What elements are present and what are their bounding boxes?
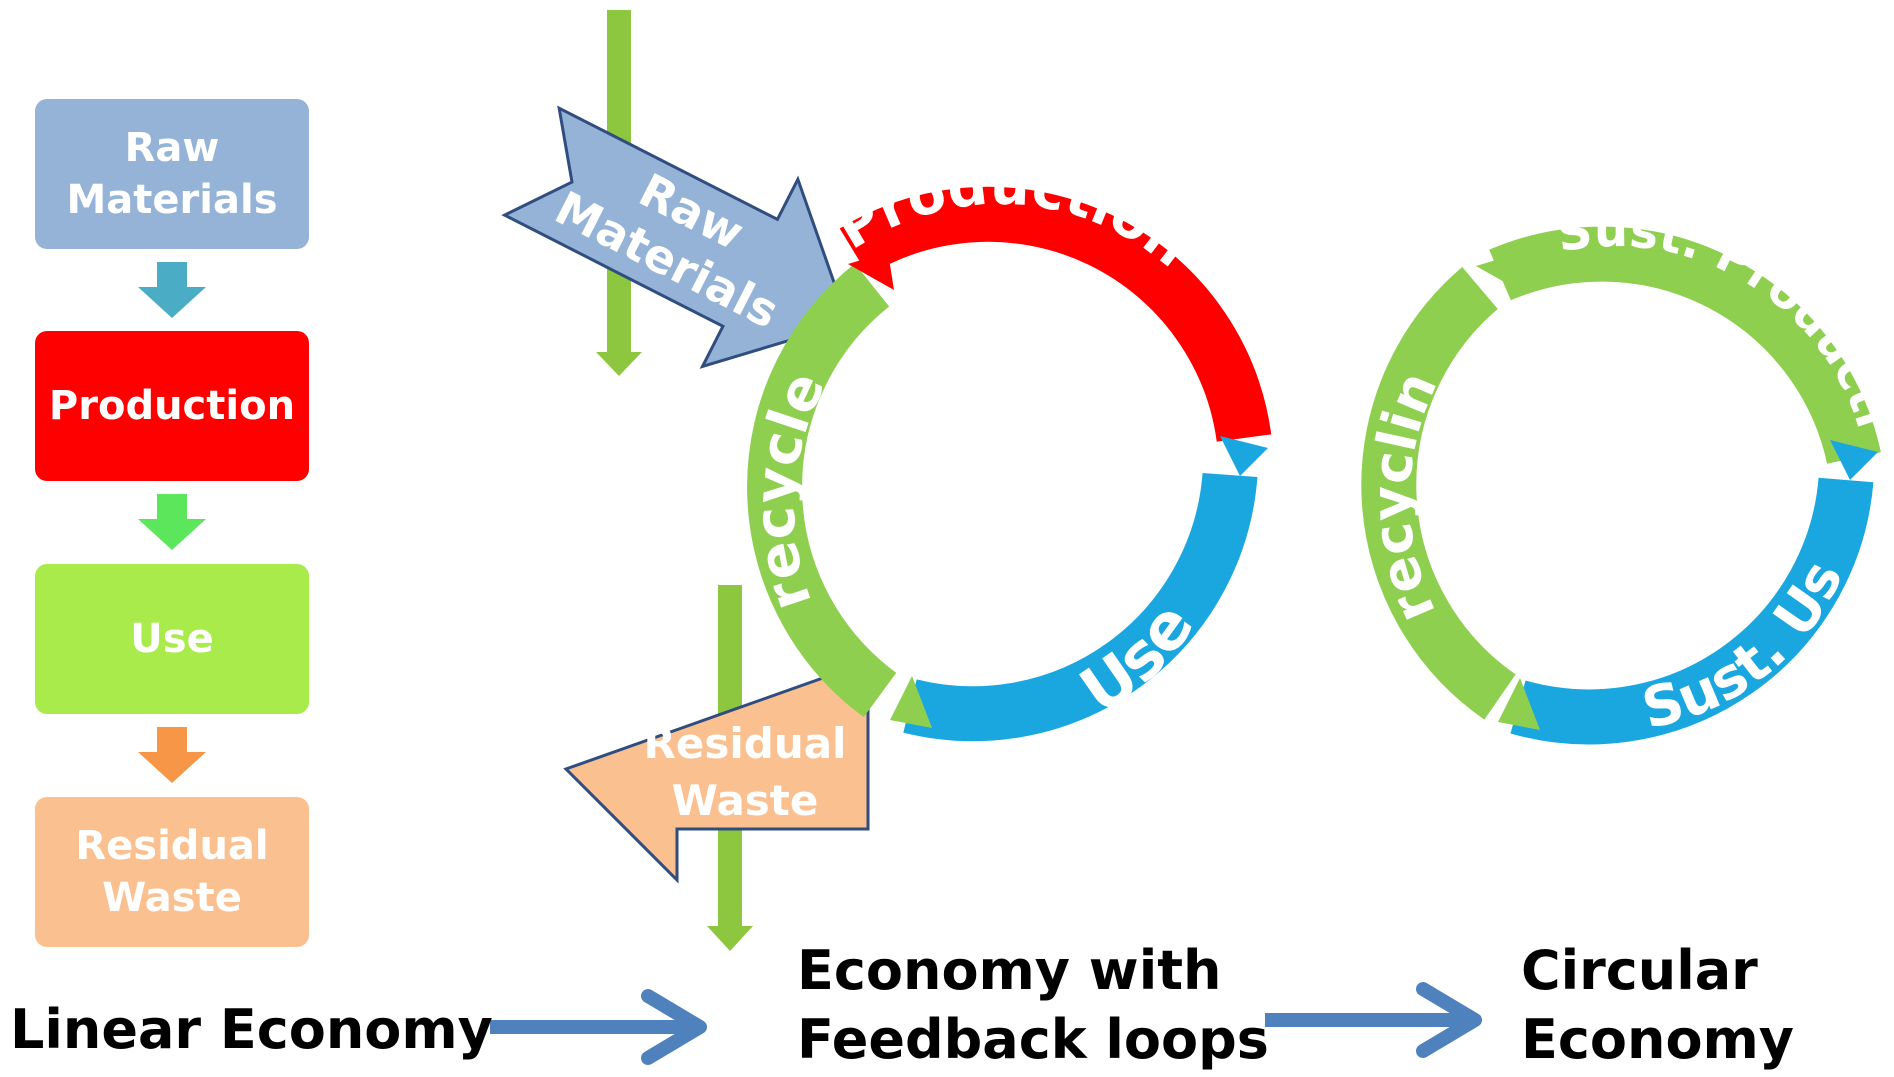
svg-text:Sust. Use: Sust. Use <box>0 0 1856 742</box>
transition-arrow-feedback-to-circular <box>1265 982 1482 1058</box>
raw-materials-line1: Raw <box>124 125 220 171</box>
circular-segment-use <box>1510 477 1874 745</box>
circular-segment-production <box>1489 226 1881 465</box>
linear-step-raw-materials: Raw Materials <box>35 99 309 249</box>
raw-materials-line2: Materials <box>66 177 278 223</box>
linear-step-residual-waste: Residual Waste <box>35 797 309 947</box>
circular-label-use: Sust. Use <box>0 0 1856 742</box>
circular-arrowhead-recycle <box>1476 254 1522 292</box>
use-label: Use <box>130 616 214 662</box>
production-label: Production <box>48 383 296 429</box>
linear-step-production: Production <box>35 331 309 481</box>
down-arrow-1 <box>138 262 206 318</box>
cycle-segment-use <box>903 472 1258 742</box>
cycle-segment-production <box>839 186 1272 442</box>
residual-waste-output-arrow: Residual Waste <box>563 659 870 884</box>
transition-arrow-linear-to-feedback <box>490 989 707 1065</box>
cycle-arrowhead-use <box>890 676 932 728</box>
circular-cycle: Sust. Production Sust. Use recycling <box>0 0 1881 745</box>
circular-caption-line2: Economy <box>1521 1008 1795 1072</box>
residual-waste-arrow-line2: Waste <box>672 776 819 825</box>
residual-waste-arrow-line1: Residual <box>644 719 847 768</box>
cycle-arrowhead-production <box>1220 436 1268 476</box>
feedback-economy-caption: Economy with Feedback loops <box>797 936 1269 1074</box>
residual-waste-line2: Waste <box>102 875 242 921</box>
linear-step-use: Use <box>35 564 309 714</box>
feedback-caption-line1: Economy with <box>797 939 1222 1002</box>
down-arrow-3 <box>138 727 206 783</box>
circular-arrowhead-use <box>1498 678 1540 730</box>
linear-economy-caption: Linear Economy <box>10 995 493 1064</box>
residual-waste-line1: Residual <box>75 823 269 869</box>
circular-arrowhead-production <box>1830 440 1878 480</box>
circular-economy-caption: Circular Economy <box>1521 936 1794 1074</box>
circular-segment-recycle <box>1361 267 1516 720</box>
feedback-cycle: Production Use recycle <box>743 152 1272 742</box>
cycle-segment-recycle <box>747 263 897 718</box>
down-arrow-2 <box>138 494 206 550</box>
feedback-caption-line2: Feedback loops <box>797 1008 1269 1072</box>
cycle-arrowhead-recycle <box>848 252 894 290</box>
linear-economy-caption-text: Linear Economy <box>10 998 493 1061</box>
circular-caption-line1: Circular <box>1521 939 1758 1002</box>
